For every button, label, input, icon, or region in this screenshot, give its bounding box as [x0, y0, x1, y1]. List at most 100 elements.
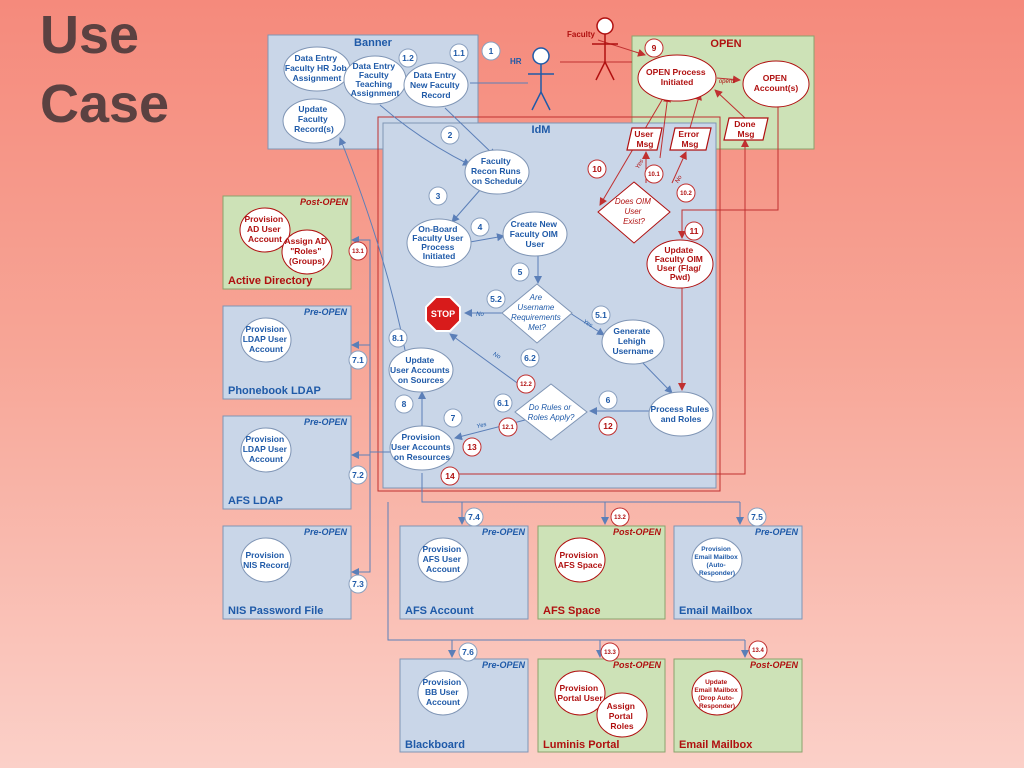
node-open-process-initiated: OPEN Process Initiated [637, 54, 717, 102]
svg-text:2: 2 [448, 130, 453, 140]
step-badge: 10.1 [644, 164, 664, 184]
resource-label-active-directory: Active Directory [228, 275, 313, 287]
step-badge: 6.2 [520, 348, 540, 368]
svg-text:Provision LDAP User: Provision LDAP User Account [243, 324, 290, 354]
svg-text:Does OIM User Exis: Does OIM User Exist? [615, 197, 653, 226]
svg-text:Faculty Recon Runs: Faculty Recon Runs on Schedule [471, 156, 523, 186]
node-provision-phonebook-ldap: Provision LDAP User Account [240, 317, 292, 363]
stop-sign: STOP [425, 296, 461, 332]
resource-label-afs-account: AFS Account [405, 605, 474, 617]
connectors [338, 39, 779, 658]
done-msg: Done Msg [723, 117, 769, 141]
svg-text:Provision NIS Record: Provision NIS Record [243, 550, 289, 570]
svg-text:5.1: 5.1 [595, 310, 607, 320]
step-badge: 12.2 [516, 374, 536, 394]
phase-label: Post-OPEN [300, 197, 349, 207]
svg-text:Error Msg: Error Msg [678, 129, 701, 149]
svg-text:Provision BB User: Provision BB User Account [422, 677, 463, 707]
svg-text:Update Faculty OIM: Update Faculty OIM User (Flag/ Pwd) [655, 245, 706, 282]
svg-text:13.4: 13.4 [752, 648, 764, 654]
svg-text:Provision User Accounts: Provision User Accounts on Resources [391, 432, 453, 462]
error-msg: Error Msg [669, 127, 712, 151]
svg-text:Are Username Requi: Are Username Requirements Met? [511, 293, 563, 332]
idm-outline [377, 116, 721, 492]
step-badge: 1.1 [449, 43, 469, 63]
step-badge: 5 [510, 262, 530, 282]
svg-text:3: 3 [436, 191, 441, 201]
step-badge: 13.3 [600, 642, 620, 662]
svg-text:Provision AD User: Provision AD User Account [244, 214, 285, 244]
svg-text:OPEN Process Initiated: OPEN Process Initiated [646, 67, 708, 87]
svg-text:7.3: 7.3 [352, 579, 364, 589]
hr-actor-label: HR [510, 57, 522, 66]
phase-label: Pre-OPEN [304, 417, 348, 427]
phase-label: Pre-OPEN [304, 307, 348, 317]
node-update-faculty-record: Update Faculty Record(s) [282, 98, 346, 144]
step-badge: 7.2 [348, 465, 368, 485]
svg-text:8.1: 8.1 [392, 333, 404, 343]
node-create-oim-user: Create New Faculty OIM User [502, 211, 568, 257]
phase-label: Post-OPEN [750, 660, 799, 670]
phase-label: Post-OPEN [613, 660, 662, 670]
svg-text:1.2: 1.2 [402, 53, 414, 63]
svg-text:Generate Lehigh Us: Generate Lehigh Username [612, 326, 653, 356]
svg-text:12.1: 12.1 [502, 425, 514, 431]
node-process-rules-roles: Process Rules and Roles [648, 391, 714, 437]
step-badge: 7.1 [348, 350, 368, 370]
svg-text:Provision AFS User: Provision AFS User Account [422, 544, 463, 574]
svg-text:Provision AFS Space: Provision AFS Space [558, 550, 603, 570]
svg-text:Provision LDAP User: Provision LDAP User Account [243, 434, 290, 464]
title-line-2: Case [40, 74, 169, 134]
svg-text:12: 12 [603, 421, 613, 431]
phase-label: Pre-OPEN [482, 527, 526, 537]
svg-text:Assign Portal Role: Assign Portal Roles [607, 701, 638, 731]
svg-text:Data Entry Faculty HR Jo: Data Entry Faculty HR Job Assignment [285, 53, 349, 83]
step-badge: 3 [428, 186, 448, 206]
svg-text:Do Rules or Roles Apply?: Do Rules or Roles Apply? [528, 403, 575, 422]
edge-label-no: No [675, 174, 684, 184]
svg-text:5.2: 5.2 [490, 294, 502, 304]
step-badge: 8.1 [388, 328, 408, 348]
svg-text:7.6: 7.6 [462, 647, 474, 657]
resource-label-nis: NIS Password File [228, 605, 323, 617]
banner-title: Banner [354, 37, 393, 49]
decision-rules-roles: Do Rules or Roles Apply? [514, 383, 588, 441]
step-badge: 1.2 [398, 48, 418, 68]
svg-text:7: 7 [451, 413, 456, 423]
svg-text:Update User Accounts: Update User Accounts on Sources [390, 355, 452, 385]
svg-text:OPEN Account(s): OPEN Account(s) [754, 73, 799, 93]
idm-title: IdM [532, 124, 551, 136]
edge-label-no: No [476, 312, 484, 318]
afs-space-box: Post-OPEN AFS Space [537, 525, 666, 620]
step-badge: 13.1 [348, 241, 368, 261]
step-badge: 9 [644, 38, 664, 58]
svg-text:9: 9 [652, 43, 657, 53]
svg-text:Process Rules and Roles: Process Rules and Roles [651, 404, 712, 424]
faculty-actor-label: Faculty [567, 30, 596, 39]
phase-label: Pre-OPEN [755, 527, 799, 537]
email-mailbox-post-box: Post-OPEN Email Mailbox [673, 658, 803, 753]
resource-label-blackboard: Blackboard [405, 739, 465, 751]
svg-text:Data Entry New Faculty: Data Entry New Faculty Record [410, 70, 462, 100]
node-generate-username: Generate Lehigh Username [601, 319, 665, 365]
node-onboard-faculty: On-Board Faculty User Process Initiated [406, 218, 472, 268]
step-badge: 7.3 [348, 574, 368, 594]
svg-text:12.2: 12.2 [520, 382, 532, 388]
node-provision-user-accounts: Provision User Accounts on Resources [389, 425, 455, 471]
step-badge: 7 [443, 408, 463, 428]
step-badge: 8 [394, 394, 414, 414]
svg-text:11: 11 [690, 226, 699, 236]
node-assign-portal-roles: Assign Portal Roles [596, 692, 648, 738]
step-badge: 5.1 [591, 305, 611, 325]
faculty-actor: Faculty [567, 17, 618, 81]
resource-label-luminis: Luminis Portal [543, 739, 619, 751]
svg-text:5: 5 [518, 267, 523, 277]
step-badge: 13 [462, 437, 482, 457]
step-badge: 2 [440, 125, 460, 145]
step-badge: 7.5 [747, 507, 767, 527]
svg-text:On-Board Faculty User: On-Board Faculty User Process Initiated [412, 224, 465, 261]
step-badge: 12 [598, 416, 618, 436]
resource-label-phonebook: Phonebook LDAP [228, 385, 321, 397]
resource-label-email-post: Email Mailbox [679, 739, 753, 751]
